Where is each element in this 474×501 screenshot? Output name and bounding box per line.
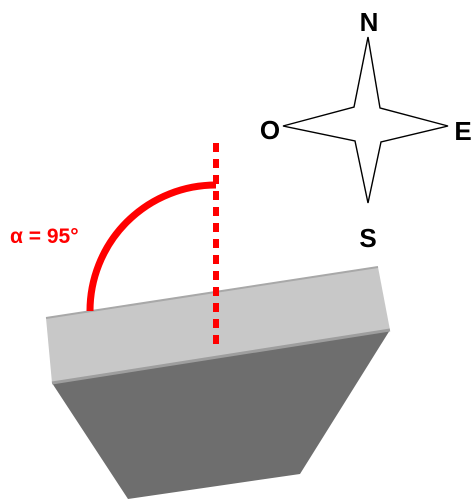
compass-rose: N E S O [260, 7, 472, 253]
angle-arc [86, 181, 217, 312]
compass-label-east: E [454, 116, 471, 146]
slope-block [45, 266, 391, 499]
compass-label-west: O [260, 115, 280, 145]
compass-label-south: S [359, 223, 376, 253]
compass-label-north: N [360, 7, 379, 37]
slope-top-edge [45, 266, 379, 319]
slope-side-face [52, 330, 390, 499]
slope-bottom-edge [51, 328, 391, 385]
angle-label: α = 95° [10, 225, 79, 248]
compass-star-icon [282, 36, 449, 204]
